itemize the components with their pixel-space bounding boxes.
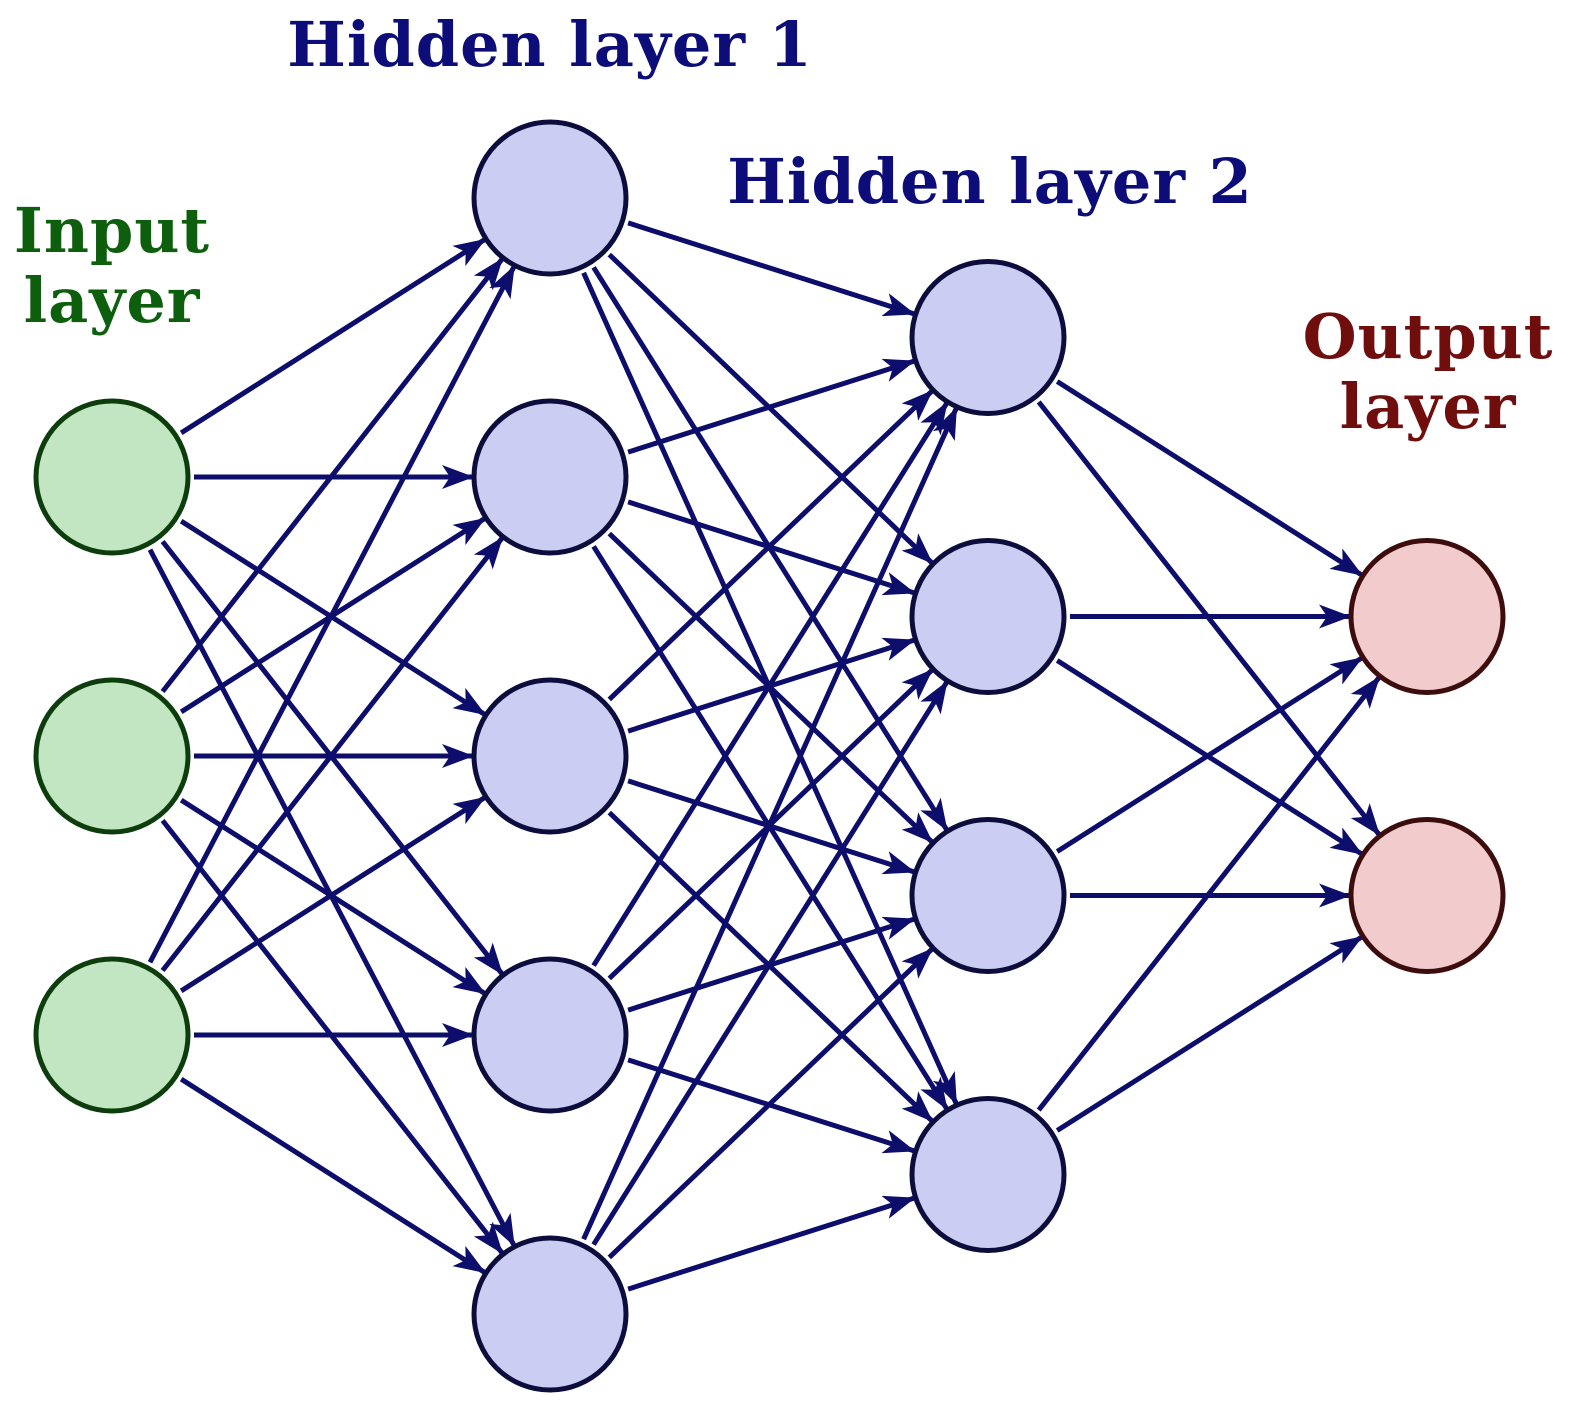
hidden1-node-5 (471, 1235, 629, 1393)
neurons (33, 119, 1506, 1393)
edge-hidden1-5-to-hidden2-1 (581, 406, 959, 1241)
output-node-1 (1348, 538, 1506, 695)
input-layer-label-line1: Input (14, 194, 210, 267)
hidden1-node-3 (471, 677, 629, 835)
edge-hidden1-1-to-hidden2-1 (627, 220, 916, 317)
edge-input-2-to-hidden1-1 (160, 257, 504, 694)
hidden-layer-2-label: Hidden layer 2 (727, 145, 1253, 218)
hidden2-node-4 (909, 1096, 1067, 1253)
hidden2-node-1 (909, 259, 1067, 416)
edge-hidden1-3-to-hidden2-1 (607, 389, 934, 702)
layer-labels: Input layer Hidden layer 1 Hidden layer … (14, 8, 1554, 443)
input-layer-label-line2: layer (24, 264, 201, 337)
edge-hidden1-5-to-hidden2-2 (591, 680, 949, 1246)
edge-hidden1-5-to-hidden2-4 (627, 1195, 916, 1292)
edge-hidden2-4-to-output-2 (1055, 935, 1363, 1133)
edge-hidden1-2-to-hidden2-1 (627, 358, 916, 455)
hidden2-node-3 (909, 817, 1067, 974)
hidden-layer-1-label: Hidden layer 1 (287, 8, 813, 81)
input-node-3 (33, 956, 191, 1114)
connections (147, 220, 1381, 1292)
hidden2-node-2 (909, 538, 1067, 695)
output-layer-label-line2: layer (1340, 370, 1517, 443)
edge-hidden2-1-to-output-1 (1055, 379, 1363, 577)
hidden1-node-1 (471, 119, 629, 277)
input-node-2 (33, 677, 191, 835)
edge-input-3-to-hidden1-2 (160, 536, 504, 973)
output-node-2 (1348, 817, 1506, 974)
edge-input-3-to-hidden1-5 (179, 1076, 486, 1275)
output-layer-label-line1: Output (1303, 300, 1554, 373)
input-node-1 (33, 398, 191, 556)
edge-hidden2-4-to-output-1 (1036, 676, 1381, 1112)
hidden1-node-4 (471, 956, 629, 1114)
hidden1-node-2 (471, 398, 629, 556)
edge-input-3-to-hidden1-3 (179, 795, 486, 994)
edge-input-1-to-hidden1-1 (179, 237, 486, 436)
edge-hidden1-4-to-hidden2-1 (591, 401, 949, 967)
edge-input-3-to-hidden1-1 (147, 265, 517, 964)
edge-hidden1-5-to-hidden2-3 (607, 947, 934, 1260)
edge-hidden2-3-to-output-1 (1055, 656, 1363, 854)
